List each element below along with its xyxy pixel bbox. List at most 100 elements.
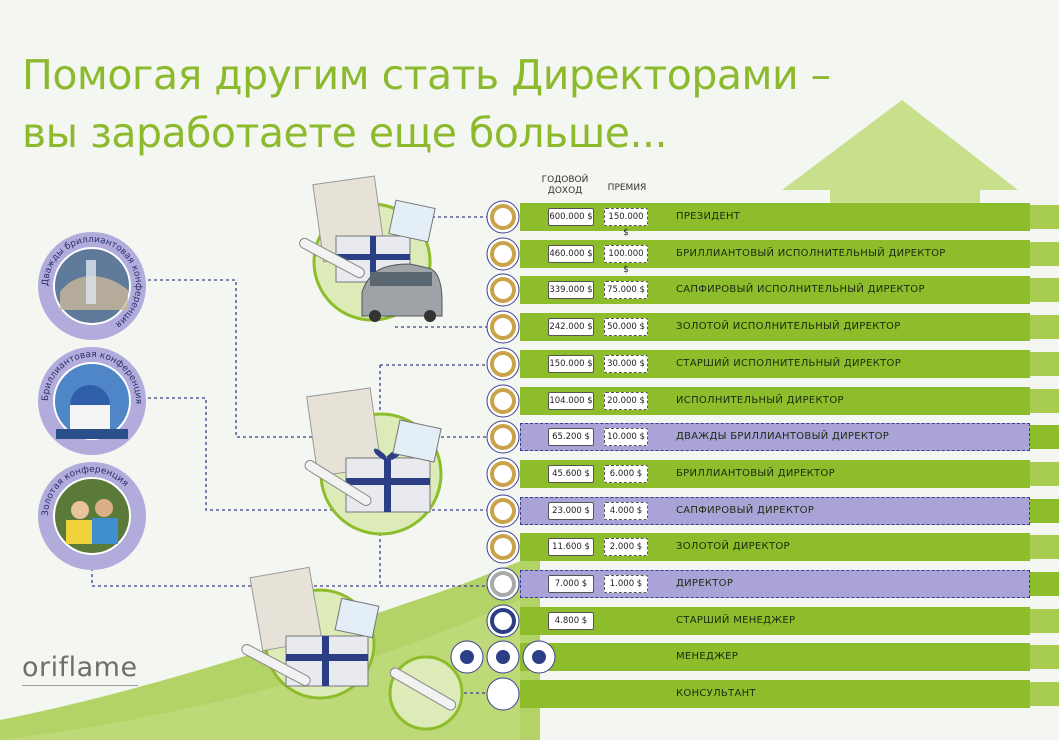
rank-band-extension [1030, 352, 1059, 376]
bonus-value: 1.000 $ [604, 575, 648, 593]
rank-band-extension [1030, 609, 1059, 633]
rank-title: БРИЛЛИАНТОВЫЙ ДИРЕКТОР [676, 468, 835, 479]
rank-band-extension [1030, 389, 1059, 413]
rank-band-extension [1030, 278, 1059, 302]
bonus-value: 2.000 $ [604, 538, 648, 556]
rank-band-extension [1030, 645, 1059, 669]
rank-title: ДВАЖДЫ БРИЛЛИАНТОВЫЙ ДИРЕКТОР [676, 431, 890, 442]
rank-ring-icon [486, 604, 520, 638]
rank-title: СТАРШИЙ ИСПОЛНИТЕЛЬНЫЙ ДИРЕКТОР [676, 358, 902, 369]
rank-title: ЗОЛОТОЙ ДИРЕКТОР [676, 541, 790, 552]
bonus-value: 6.000 $ [604, 465, 648, 483]
rank-row: МЕНЕДЖЕР [520, 643, 1059, 671]
annual-income-value: 7.000 $ [548, 575, 594, 593]
rank-ring-icon [486, 273, 520, 307]
rank-title: КОНСУЛЬТАНТ [676, 688, 756, 699]
rank-band-extension [1030, 462, 1059, 486]
rank-band-extension [1030, 572, 1059, 596]
title-line-2: вы заработаете еще больше... [22, 109, 668, 157]
rank-row: 339.000 $ 75.000 $ САПФИРОВЫЙ ИСПОЛНИТЕЛЬН… [520, 276, 1059, 304]
bonus-value: 4.000 $ [604, 502, 648, 520]
rank-ring-icon [522, 640, 556, 674]
annual-income-value: 104.000 $ [548, 392, 594, 410]
rank-title: ДИРЕКТОР [676, 578, 734, 589]
rank-ring-icon [486, 384, 520, 418]
rank-ring-icon [486, 530, 520, 564]
conference-gold: Золотая конференция [36, 460, 148, 572]
annual-income-value: 339.000 $ [548, 281, 594, 299]
rank-title: МЕНЕДЖЕР [676, 651, 739, 662]
conference-diamond: Бриллиантовая конференция [36, 345, 148, 457]
rank-band-extension [1030, 499, 1059, 523]
bonus-value: 20.000 $ [604, 392, 648, 410]
rank-row: 7.000 $ 1.000 $ ДИРЕКТОР [520, 570, 1059, 598]
rank-ring-icon [486, 567, 520, 601]
rank-row: КОНСУЛЬТАНТ [520, 680, 1059, 708]
conference-medallion-icon: Бриллиантовая конференция [38, 347, 146, 455]
rank-ring-icon [486, 457, 520, 491]
gift-car-illustration [299, 175, 443, 322]
rank-title: СТАРШИЙ МЕНЕДЖЕР [676, 615, 796, 626]
bonus-value: 50.000 $ [604, 318, 648, 336]
rank-band-extension [1030, 205, 1059, 229]
bonus-value: 150.000 $ [604, 208, 648, 238]
rank-ring-icon [486, 347, 520, 381]
rank-row: 242.000 $ 50.000 $ ЗОЛОТОЙ ИСПОЛНИТЕЛЬНЫЙ … [520, 313, 1059, 341]
rank-ring-icon [486, 237, 520, 271]
rank-band [520, 643, 1030, 671]
conference-medallion-icon: Дважды бриллиантовая конференция [38, 232, 146, 340]
annual-income-value: 65.200 $ [548, 428, 594, 446]
gift-box-illustration [304, 387, 443, 536]
rank-title: ИСПОЛНИТЕЛЬНЫЙ ДИРЕКТОР [676, 395, 844, 406]
rank-title: ПРЕЗИДЕНТ [676, 211, 741, 222]
rank-band-extension [1030, 425, 1059, 449]
gift-box-illustration-small [241, 566, 464, 731]
rank-band-extension [1030, 535, 1059, 559]
rank-ring-icon [486, 200, 520, 234]
rank-row: 150.000 $ 30.000 $ СТАРШИЙ ИСПОЛНИТЕЛЬНЫЙ … [520, 350, 1059, 378]
oriflame-logo: oriflame [22, 652, 138, 686]
conference-medallion-icon: Золотая конференция [38, 462, 146, 570]
rank-ring-icon [486, 310, 520, 344]
rank-row: 600.000 $ 150.000 $ ПРЕЗИДЕНТ [520, 203, 1059, 238]
conference-double-diamond: Дважды бриллиантовая конференция [36, 230, 148, 342]
annual-income-value: 23.000 $ [548, 502, 594, 520]
annual-income-value: 4.800 $ [548, 612, 594, 630]
page-title: Помогая другим стать Директорами – вы за… [22, 46, 831, 162]
annual-income-value: 150.000 $ [548, 355, 594, 373]
rank-row: 45.600 $6.000 $БРИЛЛИАНТОВЫЙ ДИРЕКТОР [520, 460, 1059, 488]
bonus-value: 100.000 $ [604, 245, 648, 275]
annual-income-value: 600.000 $ [548, 208, 594, 226]
rank-title: САПФИРОВЫЙ ИСПОЛНИТЕЛЬНЫЙ ДИРЕКТОР [676, 284, 925, 295]
income-header-line1: годовой [541, 175, 589, 185]
rank-row: 65.200 $ 10.000 $ ДВАЖДЫ БРИЛЛИАНТОВЫЙ ДИР… [520, 423, 1059, 451]
rank-ring-icon [486, 420, 520, 454]
bonus-header: премия [607, 183, 647, 193]
rank-ring-icon [486, 640, 520, 674]
rank-title: ЗОЛОТОЙ ИСПОЛНИТЕЛЬНЫЙ ДИРЕКТОР [676, 321, 901, 332]
rank-title: САПФИРОВЫЙ ДИРЕКТОР [676, 505, 815, 516]
bonus-value: 10.000 $ [604, 428, 648, 446]
income-header: годовой доход [538, 175, 592, 197]
conference-connectors [91, 279, 488, 587]
income-header-line2: доход [547, 186, 583, 196]
rank-row: 4.800 $ СТАРШИЙ МЕНЕДЖЕР [520, 607, 1059, 635]
bonus-value: 30.000 $ [604, 355, 648, 373]
bonus-value: 75.000 $ [604, 281, 648, 299]
growth-swoosh-light [0, 600, 520, 740]
rank-ring-icon [450, 640, 484, 674]
rank-ring-icon [486, 677, 520, 711]
annual-income-value: 460.000 $ [548, 245, 594, 263]
rank-band-extension [1030, 242, 1059, 266]
rank-title: БРИЛЛИАНТОВЫЙ ИСПОЛНИТЕЛЬНЫЙ ДИРЕКТОР [676, 248, 946, 259]
rank-band [520, 680, 1030, 708]
rank-row: 104.000 $ 20.000 $ ИСПОЛНИТЕЛЬНЫЙ ДИРЕКТОР [520, 387, 1059, 415]
rank-band-extension [1030, 682, 1059, 706]
annual-income-value: 11.600 $ [548, 538, 594, 556]
rank-band-extension [1030, 315, 1059, 339]
rank-row: 11.600 $ 2.000 $ ЗОЛОТОЙ ДИРЕКТОР [520, 533, 1059, 561]
rank-row: 460.000 $ 100.000 $ БРИЛЛИАНТОВЫЙ ИСПОЛНИТ… [520, 240, 1059, 275]
rank-band [520, 607, 1030, 635]
annual-income-value: 242.000 $ [548, 318, 594, 336]
